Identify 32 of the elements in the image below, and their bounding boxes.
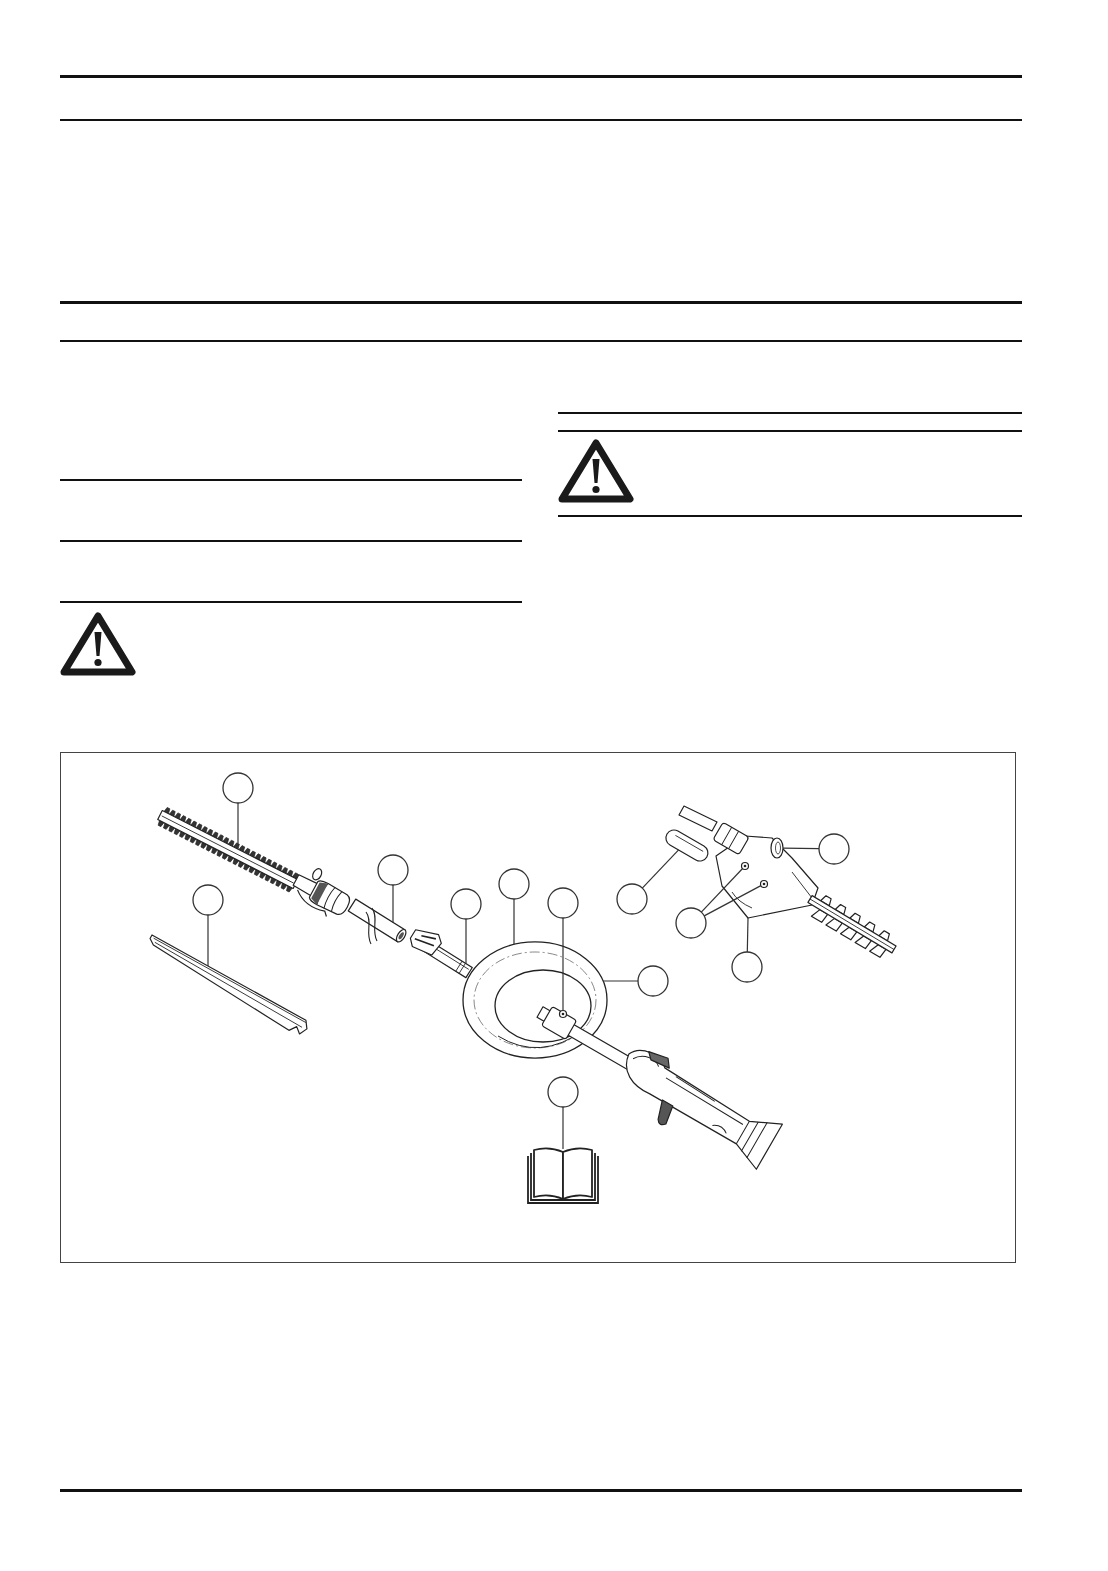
leader-line bbox=[392, 884, 394, 923]
screw bbox=[740, 861, 750, 871]
handle-stem bbox=[409, 929, 473, 979]
callout-circle bbox=[450, 888, 482, 920]
callout-circle bbox=[818, 833, 850, 865]
callout-circle bbox=[498, 868, 530, 900]
leader-line bbox=[207, 914, 209, 967]
leader-line bbox=[782, 847, 820, 850]
callout-circle bbox=[377, 854, 409, 886]
callout-circle bbox=[547, 1076, 579, 1108]
trimmer-head bbox=[157, 807, 351, 918]
leader-line bbox=[562, 1106, 564, 1150]
leader-line bbox=[237, 802, 239, 845]
blade-guard bbox=[149, 934, 308, 1035]
callout-circle bbox=[547, 887, 579, 919]
leader-line bbox=[703, 885, 762, 917]
leader-line bbox=[746, 917, 749, 953]
callout-circle bbox=[675, 907, 707, 939]
leader-line bbox=[641, 849, 680, 889]
callout-circle bbox=[222, 772, 254, 804]
screw bbox=[759, 879, 769, 889]
open-book-icon bbox=[527, 1147, 599, 1204]
leader-line bbox=[513, 898, 515, 946]
leader-line bbox=[602, 980, 639, 982]
callout-circle bbox=[616, 883, 648, 915]
leader-line bbox=[562, 917, 564, 1012]
callout-circle bbox=[192, 884, 224, 916]
knob bbox=[770, 837, 784, 859]
callout-circle bbox=[637, 965, 669, 997]
callout-circle bbox=[731, 951, 763, 983]
leader-line bbox=[465, 918, 467, 965]
leader-line bbox=[700, 867, 744, 913]
